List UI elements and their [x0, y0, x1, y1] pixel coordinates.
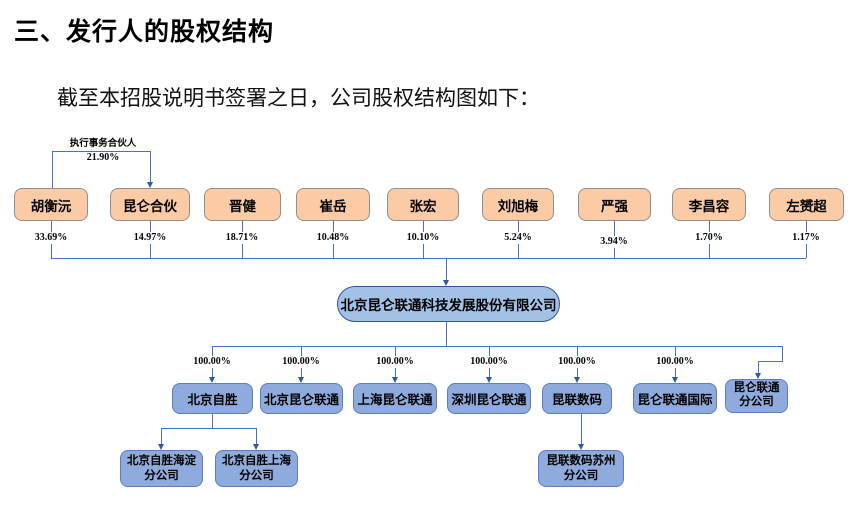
connector-line: [758, 361, 759, 373]
shareholding-percent: 10.10%: [404, 232, 442, 244]
branch-office-box: 北京自胜海淀 分公司: [120, 450, 203, 487]
shareholder-box: 严强: [578, 188, 651, 221]
connector-line: [782, 346, 783, 361]
subsidiary-box: 昆仑联通 分公司: [725, 379, 788, 413]
subsidiary-name: 深圳昆仑联通: [451, 393, 527, 407]
connector-line: [256, 428, 257, 444]
shareholder-name: 晋健: [229, 198, 256, 214]
arrow-down-icon: [158, 444, 164, 450]
arrow-down-icon: [298, 377, 304, 383]
shareholder-name: 胡衡沅: [30, 198, 72, 214]
subsidiary-name: 昆仑联通国际: [637, 393, 713, 407]
ownership-percent: 100.00%: [468, 356, 510, 368]
branch-office-name: 北京自胜上海: [222, 455, 291, 468]
shareholder-name: 张宏: [409, 198, 437, 214]
shareholder-name: 李昌容: [688, 198, 730, 214]
shareholding-percent: 1.17%: [790, 232, 822, 244]
subsidiary-box: 北京自胜: [172, 383, 253, 414]
branch-office-box: 昆联数码苏州 分公司: [538, 450, 624, 487]
connector-line: [758, 361, 783, 362]
shareholder-name: 昆仑合伙: [123, 198, 177, 214]
branch-office-name: 北京自胜海淀: [127, 455, 196, 468]
branch-office-name: 分公司: [239, 469, 274, 482]
shareholding-percent: 5.24%: [502, 232, 534, 244]
arrow-down-icon: [147, 182, 153, 188]
shareholder-box: 昆仑合伙: [110, 188, 190, 221]
connector-line: [150, 151, 151, 182]
company-box: 北京昆仑联通科技发展股份有限公司: [337, 286, 560, 322]
arrow-down-icon: [755, 373, 761, 379]
shareholder-name: 左赟超: [786, 198, 827, 214]
subsidiary-name: 分公司: [739, 396, 774, 408]
connector-line: [51, 258, 806, 259]
connector-line: [446, 258, 447, 280]
branch-office-box: 北京自胜上海 分公司: [215, 450, 298, 487]
arrow-down-icon: [574, 377, 580, 383]
shareholding-percent: 1.70%: [693, 232, 725, 244]
arrow-down-icon: [209, 377, 215, 383]
branch-office-name: 昆联数码苏州: [546, 455, 616, 468]
subsidiary-box: 昆联数码: [542, 383, 612, 414]
shareholder-box: 胡衡沅: [14, 188, 88, 221]
exec-partner-label: 执行事务合伙人: [67, 138, 139, 149]
shareholder-name: 严强: [601, 198, 628, 214]
subsidiary-box: 深圳昆仑联通: [447, 383, 531, 414]
shareholder-name: 刘旭梅: [497, 198, 539, 214]
arrow-down-icon: [253, 444, 259, 450]
ownership-percent: 100.00%: [654, 356, 696, 368]
ownership-percent: 100.00%: [556, 356, 598, 368]
ownership-percent: 100.00%: [374, 356, 416, 368]
intro-paragraph: 截至本招股说明书签署之日，公司股权结构图如下：: [57, 86, 540, 110]
connector-line: [161, 428, 162, 444]
branch-office-name: 分公司: [563, 469, 599, 482]
shareholder-box: 左赟超: [769, 188, 844, 221]
arrow-down-icon: [672, 377, 678, 383]
arrow-down-icon: [578, 444, 584, 450]
connector-line: [161, 428, 256, 429]
shareholding-percent: 14.97%: [131, 232, 169, 244]
shareholder-box: 李昌容: [672, 188, 746, 221]
connector-line: [581, 414, 582, 444]
shareholding-percent: 10.48%: [314, 232, 352, 244]
connector-line: [212, 414, 213, 428]
subsidiary-box: 北京昆仑联通: [260, 383, 343, 414]
connector-line: [212, 346, 782, 347]
shareholder-name: 崔岳: [319, 198, 347, 214]
subsidiary-box: 昆仑联通国际: [633, 383, 717, 414]
subsidiary-name: 昆联数码: [551, 393, 602, 407]
shareholding-percent: 33.69%: [32, 232, 70, 244]
section-heading: 三、发行人的股权结构: [14, 18, 275, 46]
connector-line: [446, 322, 447, 346]
exec-partner-percent: 21.90%: [84, 152, 122, 164]
ownership-percent: 100.00%: [280, 356, 322, 368]
branch-office-name: 分公司: [144, 469, 179, 482]
shareholder-box: 张宏: [387, 188, 459, 221]
company-name: 北京昆仑联通科技发展股份有限公司: [340, 298, 557, 313]
subsidiary-name: 北京自胜: [187, 393, 238, 407]
shareholding-percent: 18.71%: [223, 232, 261, 244]
connector-line: [52, 151, 150, 152]
shareholder-box: 刘旭梅: [482, 188, 554, 221]
shareholder-box: 晋健: [204, 188, 281, 221]
subsidiary-name: 北京昆仑联通: [263, 393, 339, 407]
arrow-down-icon: [486, 377, 492, 383]
shareholder-box: 崔岳: [296, 188, 370, 221]
connector-line: [52, 151, 53, 188]
arrow-down-icon: [392, 377, 398, 383]
ownership-percent: 100.00%: [191, 356, 233, 368]
shareholding-percent: 3.94%: [598, 236, 630, 248]
subsidiary-name: 昆仑联通: [733, 382, 780, 395]
arrow-down-icon: [443, 280, 449, 286]
subsidiary-name: 上海昆仑联通: [357, 393, 433, 407]
subsidiary-box: 上海昆仑联通: [353, 383, 437, 414]
